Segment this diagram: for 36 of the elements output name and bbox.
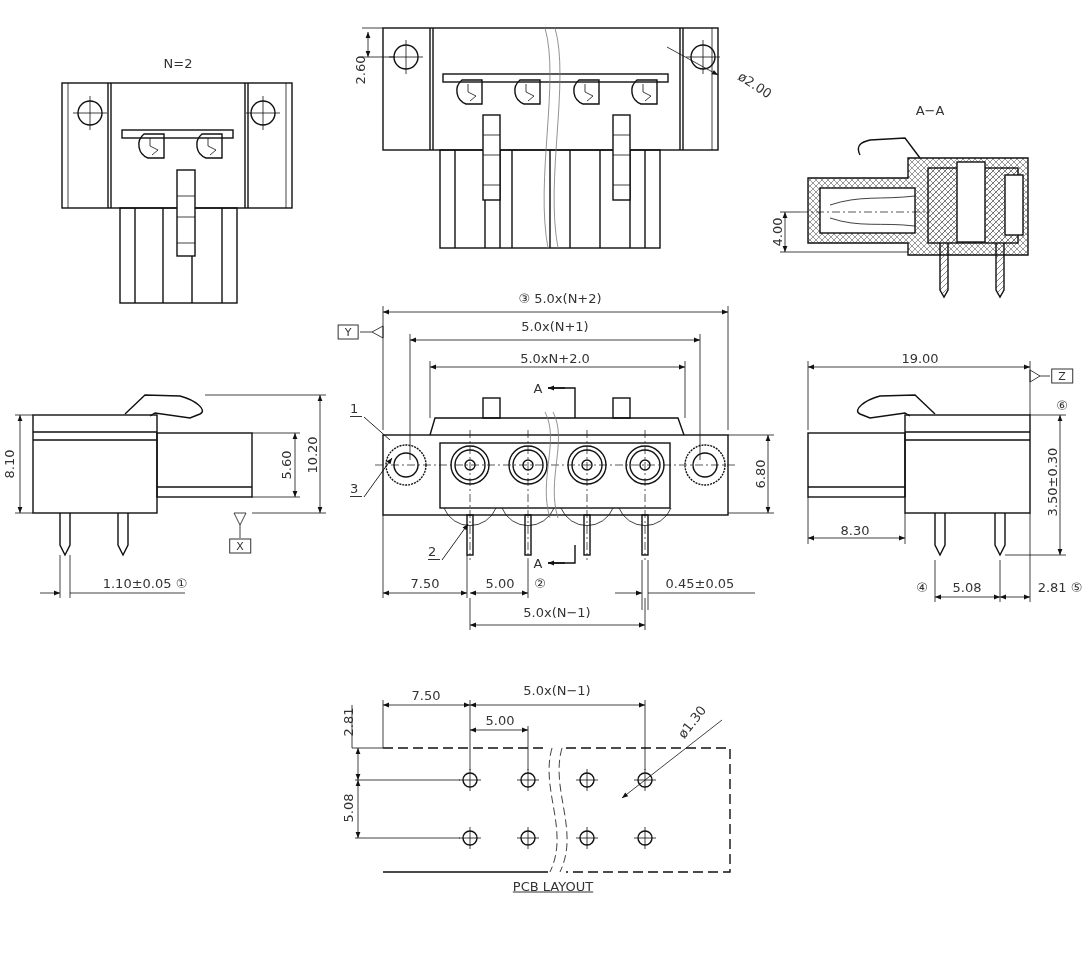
dimension-text: 2.81 <box>341 707 355 737</box>
dimension-text: 5.00 <box>485 713 515 727</box>
dimension-text: 8.10 <box>2 449 16 479</box>
dimension-text: 19.00 <box>901 351 939 365</box>
section-letter: A <box>533 381 543 395</box>
view-title: N=2 <box>163 56 193 70</box>
dimension-text: 5.0x(N+1) <box>521 319 589 333</box>
dimension-text: 5.00 <box>485 576 515 590</box>
dimension-text: 6.80 <box>753 459 767 489</box>
leader-line <box>363 416 391 441</box>
dimension-text: 5.08 <box>952 580 982 594</box>
view-title: PCB LAYOUT <box>512 879 594 893</box>
dimension-text: 5.0x(N−1) <box>523 605 591 619</box>
dimension-text: 2.60 <box>353 55 367 85</box>
dimension-text: 5.60 <box>279 450 293 480</box>
dimension-text: 5.0xN+2.0 <box>520 351 590 365</box>
section-letter: A <box>533 556 543 570</box>
callout-number: ② <box>534 576 546 590</box>
dimension-text: 0.45±0.05 <box>665 576 735 590</box>
callout-number: ⑥ <box>1056 398 1068 412</box>
callout-number: 1 <box>350 402 363 417</box>
dimension-text: 8.30 <box>840 523 870 537</box>
dimension-text: ③ 5.0x(N+2) <box>518 291 602 305</box>
dimension-text: 7.50 <box>410 576 440 590</box>
dimension-text: 3.50±0.30 <box>1045 447 1059 517</box>
dimension-text: 5.08 <box>341 793 355 823</box>
callout-number: 3 <box>350 482 363 497</box>
dimension-text: 5.0x(N−1) <box>523 683 591 697</box>
dimension-text: 2.81 ⑤ <box>1037 580 1083 594</box>
dimension-text: 7.50 <box>411 688 441 702</box>
dimension-text: 4.00 <box>770 217 784 247</box>
dimension-text: 10.20 <box>305 436 319 474</box>
view-title: A−A <box>915 103 945 117</box>
callout-number: 2 <box>428 545 441 560</box>
dimension-text: 1.10±0.05 ① <box>102 576 188 590</box>
callout-number: ④ <box>916 580 928 594</box>
